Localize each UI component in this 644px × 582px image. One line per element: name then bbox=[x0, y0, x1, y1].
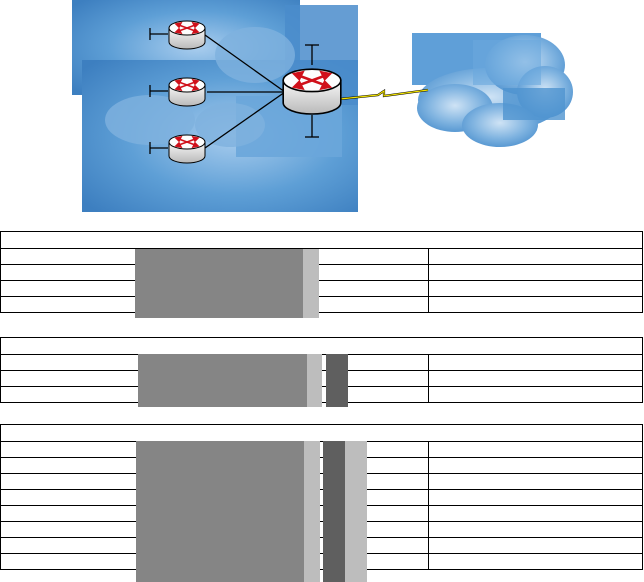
redaction-block bbox=[345, 441, 367, 582]
table-cell bbox=[428, 386, 643, 403]
table-row bbox=[0, 537, 643, 554]
redaction-block bbox=[303, 249, 319, 318]
table-cell bbox=[428, 537, 643, 554]
table-row bbox=[0, 296, 643, 313]
table-row bbox=[0, 248, 643, 265]
serial-link bbox=[339, 88, 429, 101]
table-cell bbox=[428, 248, 643, 265]
table-row bbox=[0, 441, 643, 458]
redaction-block bbox=[304, 441, 320, 582]
router-icon bbox=[168, 20, 206, 50]
router-icon bbox=[168, 134, 206, 164]
redaction-block bbox=[326, 354, 348, 407]
redaction-block bbox=[323, 441, 345, 582]
table-cell bbox=[428, 280, 643, 297]
table-cell bbox=[428, 370, 643, 387]
table-row bbox=[0, 553, 643, 570]
redaction-block bbox=[135, 249, 303, 318]
network-diagram bbox=[72, 0, 573, 212]
table-cell bbox=[428, 441, 643, 458]
redaction-block bbox=[136, 441, 304, 582]
links bbox=[149, 28, 319, 154]
table-header bbox=[0, 337, 643, 355]
redaction-block bbox=[307, 354, 322, 407]
table-header bbox=[0, 231, 643, 249]
table-row bbox=[0, 473, 643, 490]
table-row bbox=[0, 457, 643, 474]
table-cell bbox=[428, 354, 643, 371]
router-icon bbox=[282, 68, 342, 115]
table-row bbox=[0, 521, 643, 538]
redaction-block bbox=[138, 354, 307, 407]
table-cell bbox=[428, 553, 643, 570]
table-cell bbox=[428, 521, 643, 538]
table-cell bbox=[428, 473, 643, 490]
table-cell bbox=[428, 296, 643, 313]
table-row bbox=[0, 264, 643, 281]
cloud-icon bbox=[412, 33, 573, 147]
table-header bbox=[0, 424, 643, 442]
table-cell bbox=[428, 505, 643, 522]
table-row bbox=[0, 280, 643, 297]
table-1 bbox=[0, 231, 643, 313]
router-icon bbox=[168, 77, 206, 107]
table-cell bbox=[428, 489, 643, 506]
table-3 bbox=[0, 424, 643, 570]
table-cell bbox=[428, 264, 643, 281]
table-row bbox=[0, 505, 643, 522]
table-row bbox=[0, 489, 643, 506]
table-cell bbox=[428, 457, 643, 474]
